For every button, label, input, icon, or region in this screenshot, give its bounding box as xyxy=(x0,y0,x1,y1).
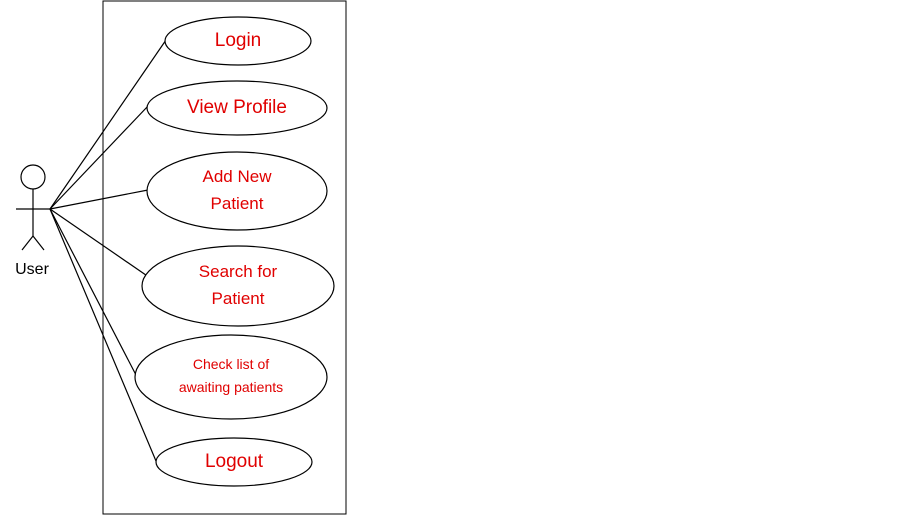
actor-head xyxy=(20,164,46,190)
use-case-view-profile: View Profile xyxy=(146,80,328,136)
use-case-label: awaiting patients xyxy=(179,379,283,395)
use-case-label: View Profile xyxy=(187,97,287,118)
use-case-label: Patient xyxy=(211,194,264,213)
use-case-ellipse xyxy=(146,151,328,231)
actor-right-leg xyxy=(32,235,45,251)
actor-left-leg xyxy=(21,235,34,251)
use-case-logout: Logout xyxy=(155,437,313,487)
association-logout xyxy=(49,208,157,462)
use-case-login: Login xyxy=(164,16,312,66)
system-boundary xyxy=(102,0,347,515)
use-case-ellipse xyxy=(146,80,328,136)
use-case-ellipse xyxy=(164,16,312,66)
use-case-label: Add New xyxy=(203,167,273,186)
use-case-ellipse xyxy=(141,245,335,327)
use-case-ellipse xyxy=(134,334,328,420)
use-case-label: Check list of xyxy=(193,356,269,372)
actor-user xyxy=(16,164,50,251)
use-case-label: Login xyxy=(215,30,262,51)
use-case-ellipse xyxy=(155,437,313,487)
association-search-for-patient xyxy=(49,208,157,283)
use-case-label: Logout xyxy=(205,451,264,472)
association-add-new-patient xyxy=(49,189,149,210)
use-case-label: Patient xyxy=(212,289,265,308)
association-lines xyxy=(49,39,167,462)
actor-label: User xyxy=(15,261,49,278)
association-view-profile xyxy=(49,105,149,210)
association-login xyxy=(49,39,167,210)
use-case-check-awaiting: Check list of awaiting patients xyxy=(134,334,328,420)
use-case-label: Search for xyxy=(199,262,278,281)
association-check-awaiting xyxy=(49,208,137,376)
